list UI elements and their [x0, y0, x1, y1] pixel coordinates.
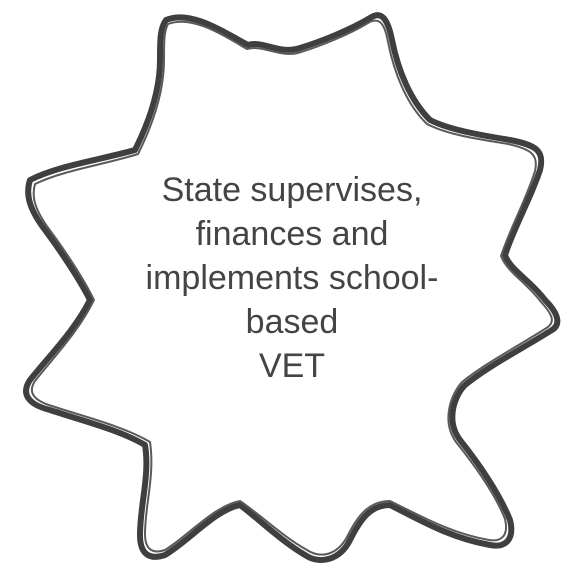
label-line-1: State supervises,	[161, 171, 423, 209]
label-line-5: VET	[258, 347, 326, 385]
gear-body	[26, 15, 558, 561]
label-line-3: implements school-	[145, 259, 439, 297]
gear-outline	[23, 12, 561, 563]
label-line-4: based	[245, 303, 339, 341]
gear-label: State supervises, finances and implement…	[112, 168, 472, 388]
gear-sketch-line	[30, 19, 553, 556]
label-line-2: finances and	[195, 215, 389, 253]
